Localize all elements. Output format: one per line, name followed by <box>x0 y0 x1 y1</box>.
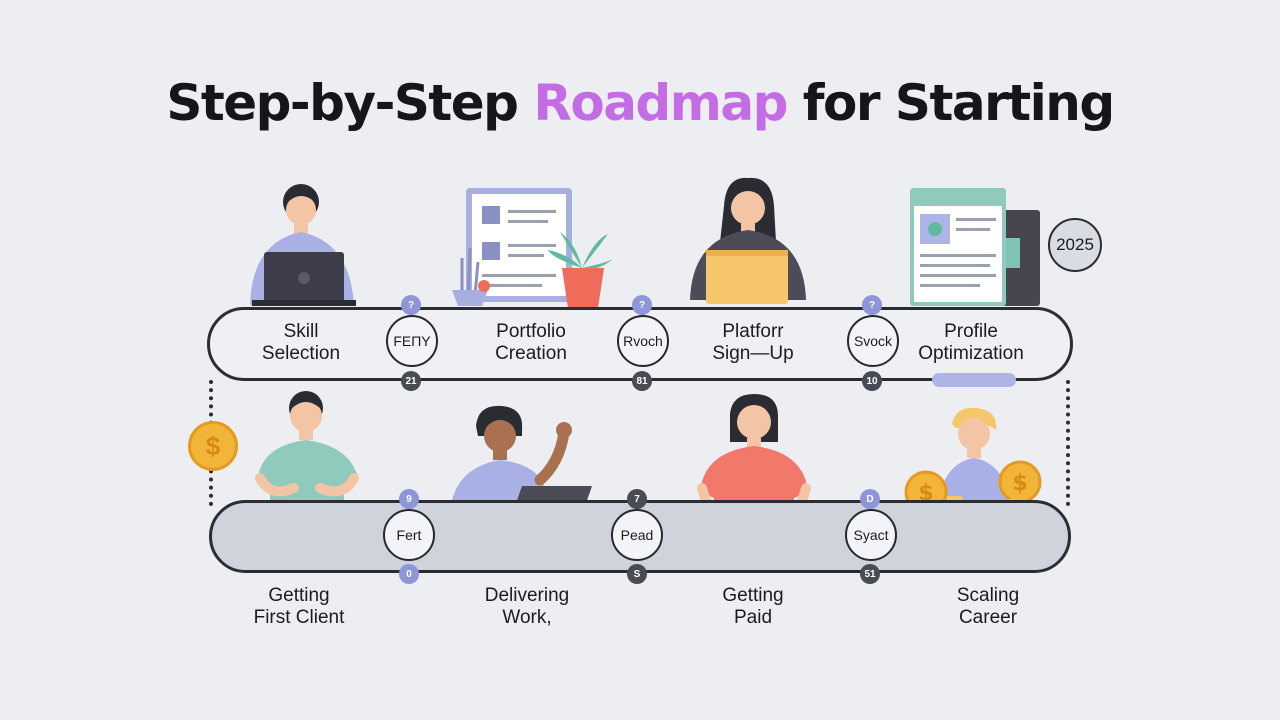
step-node-1[interactable]: FEПY <box>386 315 438 367</box>
title-accent: Roadmap <box>533 74 788 132</box>
page-title: Step-by-Step Roadmap for Starting <box>0 74 1280 132</box>
person-laptop-icon <box>690 177 806 304</box>
step-pin-top: D <box>860 489 880 509</box>
svg-text:$: $ <box>1012 471 1027 496</box>
plant-icon <box>452 232 614 308</box>
profile-screen-icon <box>910 188 1040 306</box>
step-pin-bottom: 51 <box>860 564 880 584</box>
step-label-skill-selection: Skill Selection <box>261 321 341 364</box>
progress-bar <box>932 373 1016 387</box>
title-part2: for Starting <box>786 74 1115 132</box>
step-node-6[interactable]: Syact <box>845 509 897 561</box>
document-icon <box>466 188 572 302</box>
step-pin-top: 9 <box>399 489 419 509</box>
step-label-platform-signup: Platforr Sign—Up <box>712 321 794 364</box>
step-label-profile-optimization: Profile Optimization <box>918 321 1024 364</box>
step-pin-bottom: S <box>627 564 647 584</box>
step-node-2[interactable]: Rvoch <box>617 315 669 367</box>
step-node-4[interactable]: Fert <box>383 509 435 561</box>
step-label-delivering-work: Delivering Work, <box>484 585 570 628</box>
step-pin-top: 7 <box>627 489 647 509</box>
step-label-getting-first-client: Getting First Client <box>253 585 345 628</box>
step-pin-bottom: 10 <box>862 371 882 391</box>
step-pin-top: ? <box>632 295 652 315</box>
svg-text:$: $ <box>918 481 933 506</box>
step-pin-bottom: 21 <box>401 371 421 391</box>
coin-icon: $ <box>188 421 238 471</box>
person-laptop-icon <box>250 184 356 306</box>
step-pin-bottom: 0 <box>399 564 419 584</box>
connector-right <box>1066 380 1072 506</box>
step-label-portfolio-creation: Portfolio Creation <box>495 321 567 364</box>
step-pin-top: ? <box>401 295 421 315</box>
step-label-scaling-career: Scaling Career <box>956 585 1020 628</box>
step-node-3[interactable]: Svock <box>847 315 899 367</box>
step-label-getting-paid: Getting Paid <box>722 585 784 628</box>
step-pin-top: ? <box>862 295 882 315</box>
title-part1: Step-by-Step <box>166 74 534 132</box>
year-badge: 2025 <box>1048 218 1102 272</box>
step-node-5[interactable]: Pead <box>611 509 663 561</box>
step-pin-bottom: 81 <box>632 371 652 391</box>
